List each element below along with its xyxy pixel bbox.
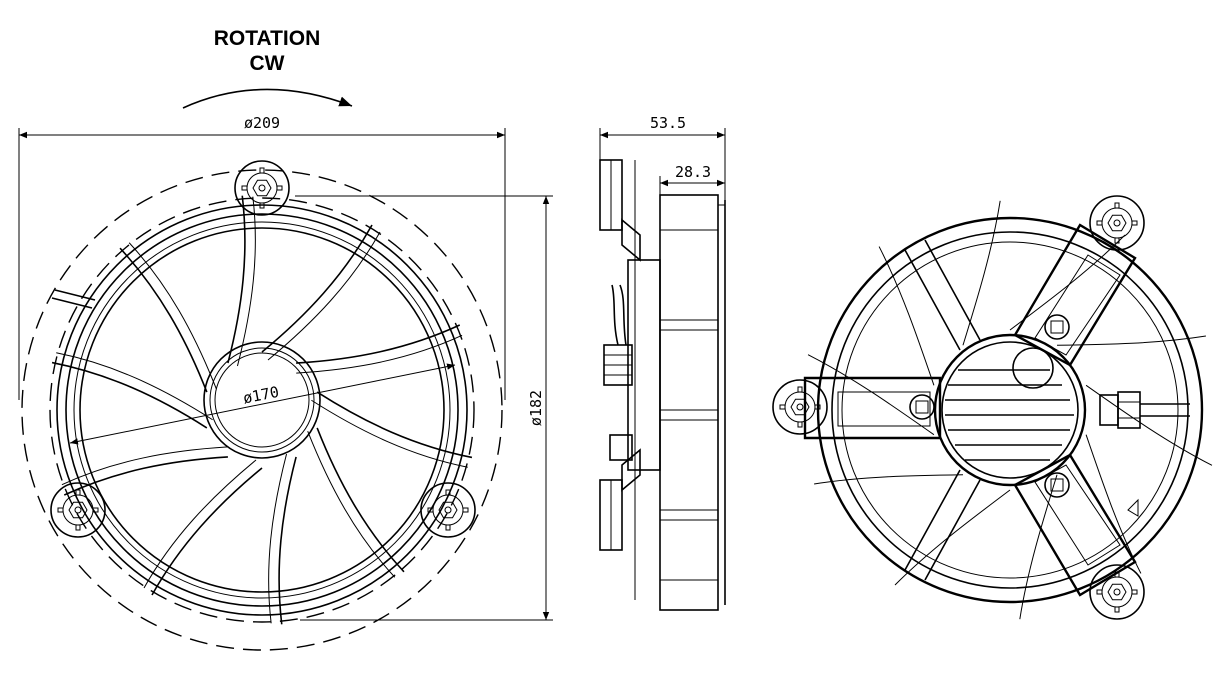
impeller-blades xyxy=(48,190,476,630)
direction-marker-icon xyxy=(1127,498,1139,517)
dim-outer-diameter: ø209 xyxy=(244,114,280,132)
rear-mount-lug-top-icon xyxy=(1089,195,1145,251)
mount-lug-top-icon xyxy=(234,160,290,216)
dim-height: ø182 xyxy=(527,390,545,426)
mount-lug-right-icon xyxy=(420,482,476,538)
dim-depth-frame: 28.3 xyxy=(675,163,711,181)
cable-stub xyxy=(51,289,96,309)
rear-blades xyxy=(807,200,1213,620)
rotation-label: ROTATION CW xyxy=(182,27,353,109)
screw-icons xyxy=(909,314,1070,498)
rotation-arrow-icon xyxy=(182,88,353,109)
inner-envelope-circle xyxy=(49,197,475,623)
rotation-direction-text: CW xyxy=(250,52,285,75)
rear-hub xyxy=(933,333,1087,487)
frame-ring-outer xyxy=(56,204,468,616)
rear-spokes xyxy=(904,239,981,581)
rear-view xyxy=(772,195,1213,620)
hub-hatch xyxy=(945,369,1074,461)
front-view: ø209 ø170 ø xyxy=(18,114,553,651)
dim-line-inner-diameter xyxy=(69,363,456,445)
dim-inner-diameter: ø170 xyxy=(242,383,281,408)
outer-envelope-circle xyxy=(21,169,503,651)
rotation-text: ROTATION xyxy=(214,27,321,50)
blade-housing xyxy=(659,194,719,611)
side-view: 53.5 28.3 xyxy=(599,114,726,611)
rear-frame-outer xyxy=(816,216,1204,604)
dim-depth-total: 53.5 xyxy=(650,114,686,132)
hub-plug xyxy=(1012,347,1054,389)
mount-lug-left-icon xyxy=(50,482,106,538)
rear-cable-gland xyxy=(1099,391,1190,429)
